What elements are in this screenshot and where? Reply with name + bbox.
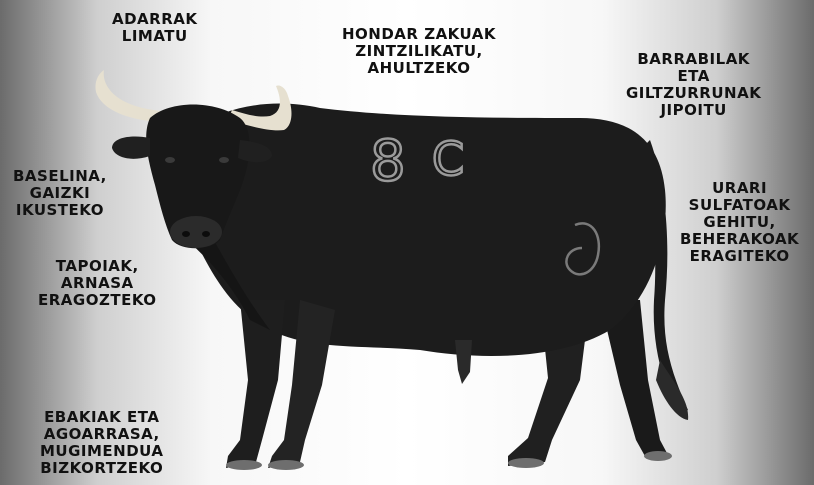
bull-muzzle: [170, 216, 222, 248]
hoof: [508, 458, 544, 468]
bull-ear-left: [112, 136, 150, 158]
bull-brand-mark: 8: [370, 129, 406, 194]
bull-brand-mark: C: [432, 132, 464, 186]
label-horns: ADARRAK LIMATU: [112, 11, 198, 45]
label-water: URARI SULFATOAK GEHITU, BEHERAKOAK ERAGI…: [680, 180, 799, 265]
hoof: [644, 451, 672, 461]
hoof: [268, 460, 304, 470]
label-nose: TAPOIAK, ARNASA ERAGOZTEKO: [38, 258, 157, 309]
bull-nostril: [182, 231, 190, 237]
bull-horn-left: [95, 70, 165, 122]
label-testicles: BARRABILAK ETA GILTZURRUNAK JIPOITU: [626, 51, 761, 119]
bull-eye: [219, 157, 229, 163]
bull-nostril: [202, 231, 210, 237]
bull-eye: [165, 157, 175, 163]
bull-sheath: [455, 340, 472, 384]
bull-front-leg-left: [226, 300, 285, 468]
label-spine: HONDAR ZAKUAK ZINTZILIKATU, AHULTZEKO: [342, 26, 496, 77]
hoof: [226, 460, 262, 470]
label-legs: EBAKIAK ETA AGOARRASA, MUGIMENDUA BIZKOR…: [40, 409, 164, 477]
label-eyes: BASELINA, GAIZKI IKUSTEKO: [13, 168, 107, 219]
